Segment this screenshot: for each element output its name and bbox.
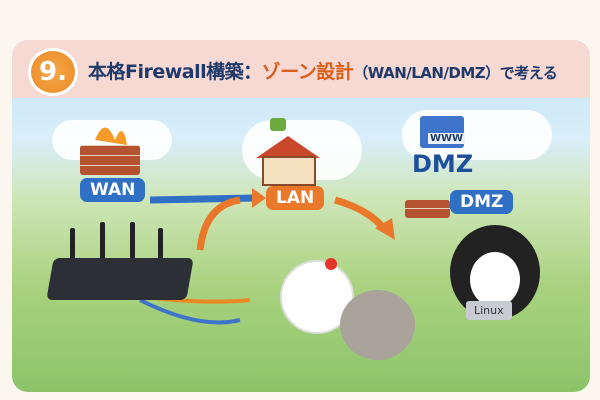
www-label: WWW xyxy=(428,133,466,144)
house-icon xyxy=(262,156,316,186)
lan-label: LAN xyxy=(266,186,325,210)
dmz-brick-icon xyxy=(405,200,450,218)
antenna-icon xyxy=(158,228,163,266)
house-roof-icon xyxy=(256,136,320,158)
router-icon xyxy=(46,258,194,300)
title-tail: で考える xyxy=(499,64,558,82)
cat-character xyxy=(340,290,415,360)
cable-icon xyxy=(139,298,241,325)
chapter-number-badge: 9. xyxy=(28,48,78,96)
arrow-head xyxy=(375,218,395,240)
title-highlight: ゾーン設計 xyxy=(261,61,354,83)
page-title: 本格Firewall構築：ゾーン設計（WAN/LAN/DMZ）で考える xyxy=(88,57,558,84)
linux-laptop-label: Linux xyxy=(466,301,512,320)
wan-label: WAN xyxy=(80,178,146,202)
wan-to-lan-arrow xyxy=(149,194,259,204)
arrow-head xyxy=(252,188,266,208)
flower-icon xyxy=(325,258,337,270)
illustration-frame: 9. 本格Firewall構築：ゾーン設計（WAN/LAN/DMZ）で考える xyxy=(12,40,590,392)
lock-icon xyxy=(270,118,286,131)
router-arrow xyxy=(196,196,241,251)
penguin-belly xyxy=(470,252,520,307)
title-paren: （WAN/LAN/DMZ） xyxy=(353,64,500,82)
antenna-icon xyxy=(130,222,135,266)
dmz-label: DMZ xyxy=(450,190,514,214)
title-main: 本格Firewall構築： xyxy=(88,61,262,83)
fire-icon xyxy=(95,127,127,145)
dmz-server-label: DMZ xyxy=(412,150,474,178)
firewall-brick-icon xyxy=(80,145,140,175)
antenna-icon xyxy=(70,228,75,266)
lan-to-dmz-arrow xyxy=(334,196,388,233)
title-bar: 9. 本格Firewall構築：ゾーン設計（WAN/LAN/DMZ）で考える xyxy=(12,40,590,98)
antenna-icon xyxy=(100,222,105,266)
